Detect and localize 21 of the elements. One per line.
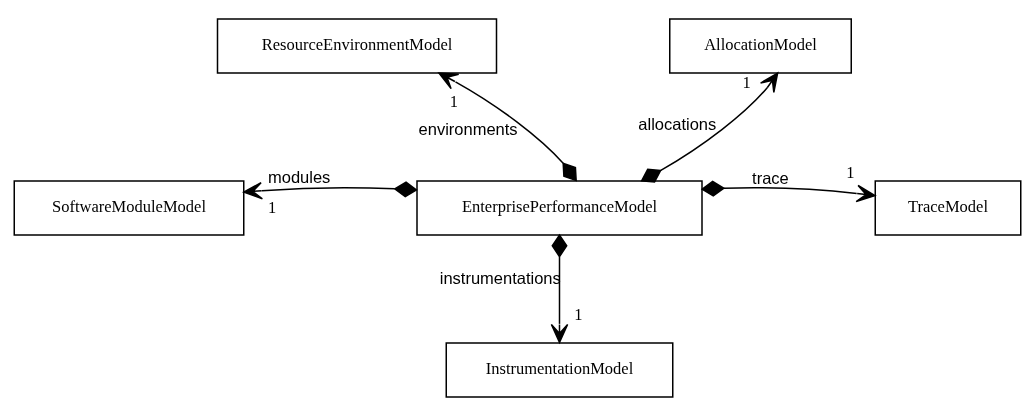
node-box: TraceModel [874, 179, 1022, 236]
node-box: InstrumentationModel [445, 341, 674, 398]
arrow [550, 233, 569, 343]
node-box: SoftwareModuleModel [13, 179, 245, 236]
node-box: AllocationModel [669, 17, 852, 74]
node-box: EnterprisePerformanceModel [416, 179, 703, 236]
edge-label: allocations [638, 114, 717, 133]
arrow [243, 180, 418, 200]
label: 1 [846, 162, 855, 182]
arrow [438, 71, 577, 182]
edge-label: instrumentations [439, 268, 561, 287]
label: 1 [449, 91, 459, 111]
label: 1 [268, 197, 277, 217]
arrow [700, 180, 876, 202]
edge-label: environments [418, 119, 518, 138]
edge-label: modules [267, 167, 331, 186]
edge-label: trace [752, 168, 789, 187]
node-box: ResourceEnvironmentModel [216, 17, 498, 74]
label: 1 [742, 72, 751, 92]
arrow [640, 71, 779, 183]
label: 1 [574, 304, 583, 324]
